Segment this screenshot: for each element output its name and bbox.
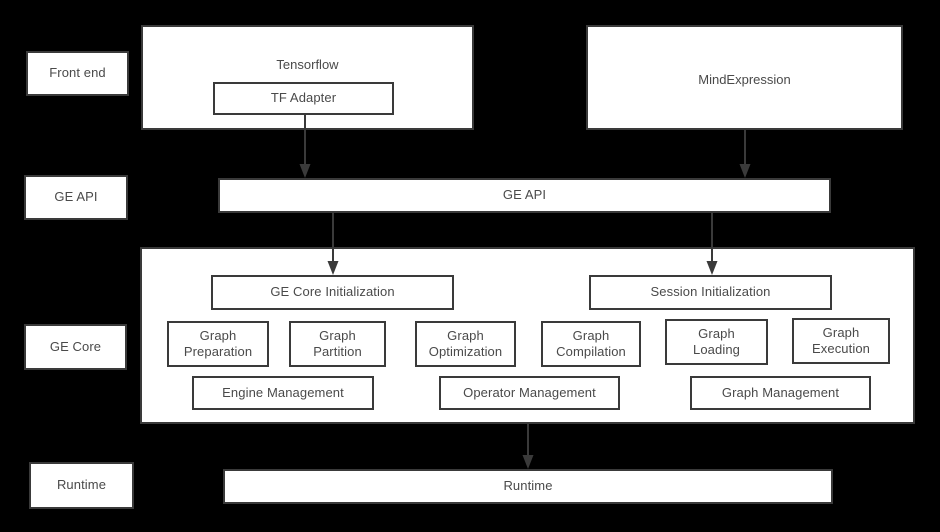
operator-management-label: Operator Management: [463, 384, 596, 400]
engine-management-label: Engine Management: [222, 384, 344, 400]
graph-compilation-box: Graph Compilation: [541, 321, 641, 367]
operator-management-box: Operator Management: [439, 376, 620, 410]
graph-optimization-box: Graph Optimization: [415, 321, 516, 367]
layer-label-ge-api-text: GE API: [54, 189, 98, 205]
graph-preparation-box: Graph Preparation: [167, 321, 269, 367]
layer-label-ge-core-text: GE Core: [49, 338, 102, 354]
graph-partition-label: Graph Partition: [313, 327, 362, 359]
runtime-bar: Runtime: [223, 469, 833, 504]
layer-label-front-end: Front end: [26, 51, 129, 96]
graph-management-box: Graph Management: [690, 376, 871, 410]
arrow-ge-core-to-runtime: [519, 424, 537, 470]
session-initialization-label: Session Initialization: [650, 284, 771, 300]
engine-management-box: Engine Management: [192, 376, 374, 410]
arrow-mindexpression-to-ge-api: [736, 130, 754, 179]
tf-adapter-box: TF Adapter: [213, 82, 394, 115]
ge-api-bar: GE API: [218, 178, 831, 213]
mindexpression-container: MindExpression: [586, 25, 903, 130]
session-initialization-box: Session Initialization: [589, 275, 832, 310]
ge-core-initialization-box: GE Core Initialization: [211, 275, 454, 310]
layer-label-runtime-text: Runtime: [56, 477, 107, 493]
graph-partition-box: Graph Partition: [289, 321, 386, 367]
runtime-bar-label: Runtime: [503, 478, 553, 494]
arrow-ge-api-to-ge-core-initialization: [324, 213, 342, 276]
mindexpression-label: MindExpression: [698, 72, 791, 87]
tf-adapter-label: TF Adapter: [270, 90, 337, 106]
arrow-tf-adapter-to-ge-api: [296, 115, 314, 179]
ge-api-bar-label: GE API: [502, 187, 547, 203]
graph-compilation-label: Graph Compilation: [556, 327, 626, 359]
graph-execution-label: Graph Execution: [812, 324, 870, 356]
tensorflow-label: Tensorflow: [276, 57, 339, 72]
layer-label-ge-core: GE Core: [24, 324, 127, 370]
layer-label-runtime: Runtime: [29, 462, 134, 509]
graph-preparation-label: Graph Preparation: [183, 327, 253, 359]
layer-label-ge-api: GE API: [24, 175, 128, 220]
graph-loading-box: Graph Loading: [665, 319, 768, 365]
graph-management-label: Graph Management: [721, 384, 840, 400]
graph-execution-box: Graph Execution: [792, 318, 890, 364]
graph-loading-label: Graph Loading: [693, 325, 740, 357]
graph-optimization-label: Graph Optimization: [428, 327, 503, 359]
layer-label-front-end-text: Front end: [49, 65, 106, 81]
ge-core-initialization-label: GE Core Initialization: [270, 284, 395, 300]
arrow-ge-api-to-session-initialization: [703, 213, 721, 276]
